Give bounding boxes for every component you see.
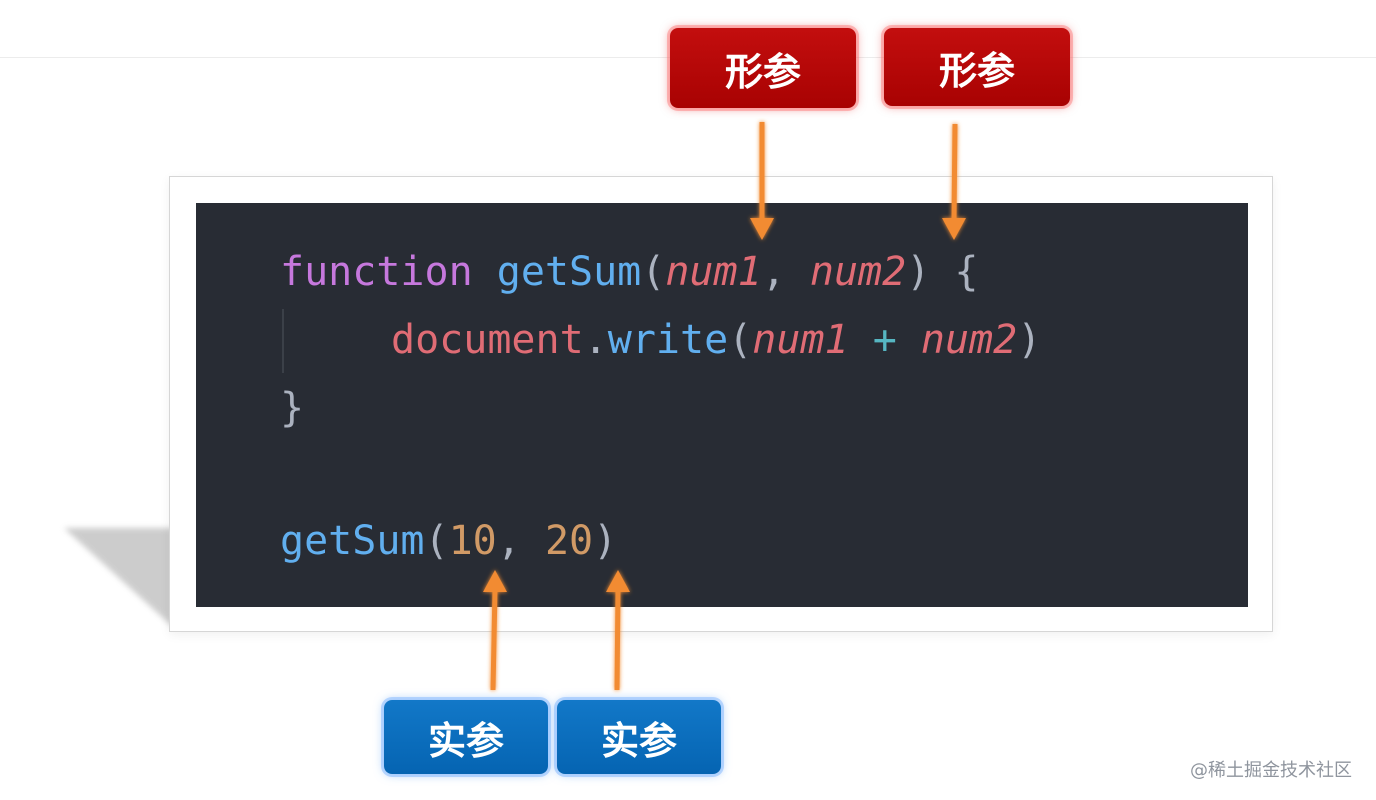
call-function-name: getSum xyxy=(280,518,425,564)
formal-param-label-1: 形参 xyxy=(670,28,856,108)
plus-operator: + xyxy=(872,317,897,363)
actual-arg-20: 20 xyxy=(544,518,594,564)
close-paren: ) xyxy=(906,249,931,295)
open-brace: { xyxy=(954,249,979,295)
actual-param-label-1: 实参 xyxy=(384,700,548,774)
code-line-function-call: getSum(10, 20) xyxy=(280,517,617,565)
comma: , xyxy=(496,518,521,564)
close-paren: ) xyxy=(1017,317,1042,363)
open-paren: ( xyxy=(424,518,449,564)
code-line-close-brace: } xyxy=(280,384,304,432)
object-document: document xyxy=(391,317,584,363)
method-write: write xyxy=(607,317,729,363)
code-line-function-declaration: function getSum(num1, num2) { xyxy=(280,248,978,296)
function-name: getSum xyxy=(496,249,642,295)
code-line-body: document.write(num1 + num2) xyxy=(391,316,1041,364)
formal-param-num1: num1 xyxy=(665,249,762,295)
keyword-function: function xyxy=(280,249,473,295)
close-paren: ) xyxy=(593,518,618,564)
drop-shadow xyxy=(64,528,174,628)
open-paren: ( xyxy=(641,249,666,295)
actual-param-label-2: 实参 xyxy=(557,700,721,774)
comma: , xyxy=(761,249,786,295)
formal-param-label-2: 形参 xyxy=(884,28,1070,106)
code-editor-panel xyxy=(196,203,1248,607)
indent-guide xyxy=(282,309,284,373)
watermark-text: @稀土掘金技术社区 xyxy=(1190,760,1352,781)
dot: . xyxy=(583,317,608,363)
close-brace: } xyxy=(280,385,305,431)
formal-param-num2: num2 xyxy=(809,249,907,295)
arg-num2: num2 xyxy=(920,317,1018,363)
actual-arg-10: 10 xyxy=(448,518,497,564)
arg-num1: num1 xyxy=(752,317,849,363)
open-paren: ( xyxy=(728,317,753,363)
